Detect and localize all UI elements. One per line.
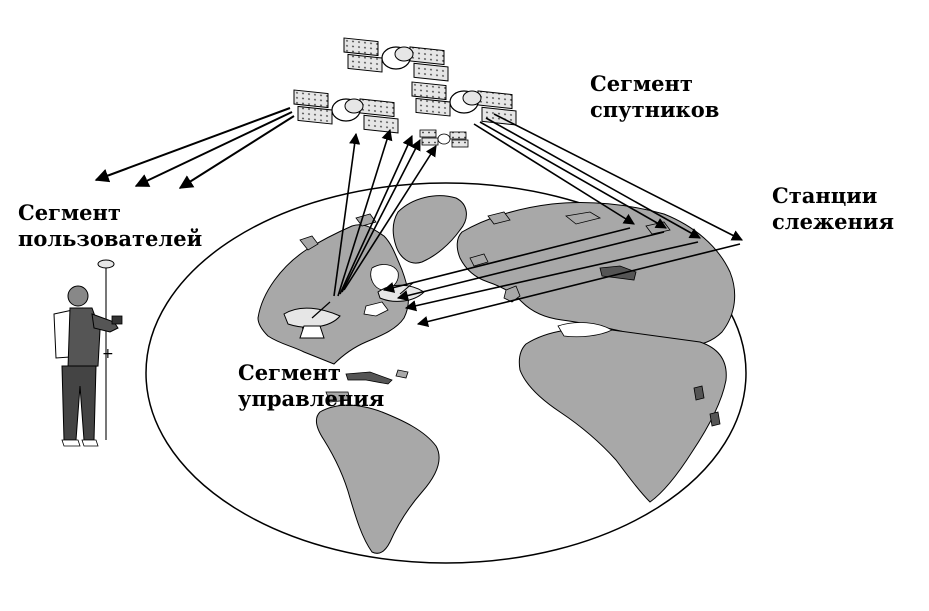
uplink-arrows bbox=[333, 128, 437, 297]
solar-panel bbox=[449, 131, 467, 140]
caribbean-island bbox=[325, 391, 351, 403]
satellite-right bbox=[411, 81, 517, 126]
solar-panel bbox=[359, 98, 395, 118]
user-legs bbox=[61, 365, 97, 441]
satellite-body bbox=[437, 133, 451, 145]
caribbean-island bbox=[395, 369, 409, 379]
satellite-antenna bbox=[394, 46, 414, 62]
uplink-arrow bbox=[343, 145, 437, 291]
solar-panel bbox=[347, 53, 383, 73]
label-satellite-segment: Сегмент спутников bbox=[590, 71, 719, 123]
antenna-base bbox=[299, 325, 325, 339]
user-arm bbox=[91, 313, 119, 333]
solar-panel bbox=[413, 62, 449, 82]
label-line: Сегмент bbox=[590, 71, 693, 96]
greenland bbox=[392, 195, 467, 264]
africa bbox=[518, 328, 727, 503]
label-line: Сегмент bbox=[18, 200, 121, 225]
uplink-arrow bbox=[339, 134, 413, 295]
great-lakes bbox=[363, 301, 389, 317]
label-line: спутников bbox=[590, 97, 720, 122]
label-user-segment: Сегмент пользователей bbox=[18, 200, 202, 252]
satellite-top bbox=[343, 37, 449, 82]
satellite-antenna bbox=[462, 90, 482, 106]
solar-panel bbox=[419, 129, 437, 138]
user-torso bbox=[67, 307, 101, 369]
label-line: пользователей bbox=[18, 226, 203, 251]
user-head bbox=[67, 285, 89, 307]
madagascar bbox=[693, 385, 705, 401]
uplink-arrow bbox=[341, 139, 421, 293]
gps-receiver bbox=[111, 315, 123, 325]
station-to-control-arrows bbox=[382, 227, 741, 328]
arctic-island bbox=[299, 235, 319, 251]
north-america bbox=[257, 224, 409, 365]
satellite-left bbox=[293, 89, 399, 134]
arrow-to-user bbox=[178, 115, 295, 189]
uplink-arrow bbox=[337, 128, 393, 297]
label-monitor-stations: Станции слежения bbox=[772, 183, 894, 235]
satellite-small bbox=[419, 129, 469, 148]
antenna-feed bbox=[311, 301, 331, 319]
arrow-to-station bbox=[493, 113, 743, 241]
solar-panel bbox=[411, 81, 447, 101]
label-line: Станции bbox=[772, 183, 878, 208]
cross-marker: + bbox=[102, 346, 114, 362]
label-line: Сегмент bbox=[238, 360, 341, 385]
satellite-antenna bbox=[344, 98, 364, 114]
solar-panel bbox=[477, 90, 513, 110]
arrow-to-user bbox=[94, 107, 291, 183]
control-station-antenna bbox=[283, 301, 341, 339]
label-line: слежения bbox=[772, 209, 894, 234]
earth bbox=[145, 182, 747, 564]
arrow-to-control bbox=[404, 241, 699, 312]
east-africa-island bbox=[709, 411, 721, 427]
uplink-arrow bbox=[333, 132, 361, 297]
solar-panel bbox=[343, 37, 379, 57]
arrow-to-control bbox=[416, 243, 741, 328]
south-america bbox=[316, 404, 440, 554]
caribbean-island bbox=[345, 371, 393, 385]
solar-panel bbox=[415, 97, 451, 117]
arrow-to-station bbox=[485, 117, 701, 239]
arctic-island bbox=[565, 211, 602, 225]
arrow-to-station bbox=[473, 123, 635, 225]
solar-panel bbox=[293, 89, 329, 109]
solar-panel bbox=[363, 114, 399, 134]
user-shoe bbox=[81, 439, 99, 447]
arrow-to-control bbox=[382, 227, 631, 293]
solar-panel bbox=[409, 46, 445, 66]
signal-arrows-users bbox=[94, 107, 295, 189]
arrow-to-user bbox=[134, 111, 293, 187]
mediterranean bbox=[557, 322, 613, 338]
solar-panel bbox=[297, 105, 333, 125]
label-line: управления bbox=[238, 386, 385, 411]
downlink-arrows-stations bbox=[473, 113, 743, 241]
gps-antenna bbox=[97, 259, 115, 269]
iceland bbox=[469, 253, 489, 267]
arrow-to-control bbox=[396, 231, 665, 302]
user-shoe bbox=[61, 439, 81, 447]
solar-panel bbox=[451, 139, 469, 148]
label-control-segment: Сегмент управления bbox=[238, 360, 384, 412]
arctic-island bbox=[487, 211, 511, 225]
user-figure: + bbox=[53, 259, 123, 447]
arrow-to-station bbox=[479, 121, 667, 229]
solar-panel bbox=[421, 137, 439, 146]
